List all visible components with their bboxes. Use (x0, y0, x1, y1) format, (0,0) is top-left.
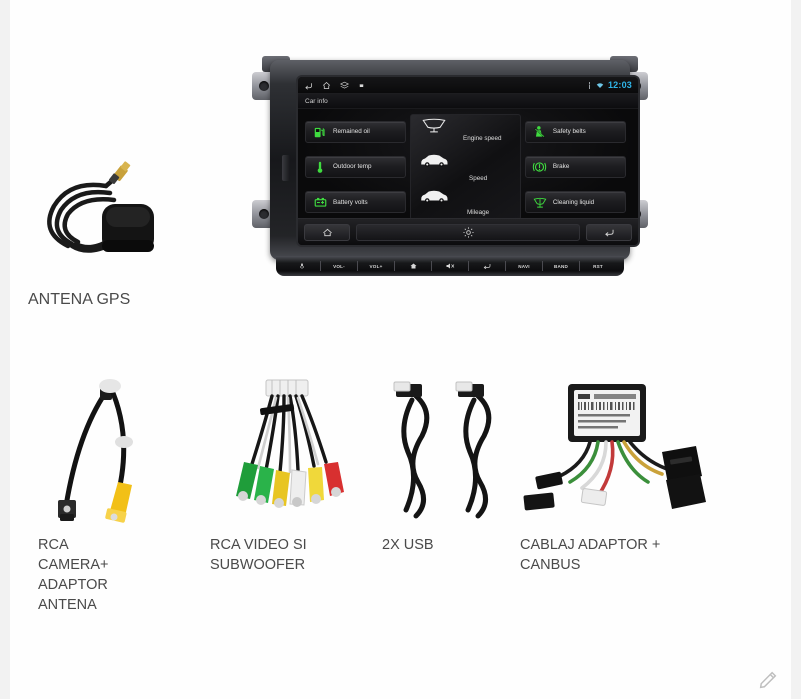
hw-key-vol-down[interactable]: VOL- (321, 261, 358, 271)
center-label-mileage: Mileage (467, 209, 490, 216)
product-caption: CABLAJ ADAPTOR + CANBUS (520, 537, 661, 573)
rca-video-subwoofer-harness-photo (210, 378, 370, 523)
dock-settings-button[interactable] (356, 223, 580, 241)
product-rca-camera-adaptor: RCA CAMERA+ ADAPTOR ANTENA (38, 378, 183, 615)
page-right-margin (791, 0, 801, 699)
tile-battery-volts[interactable]: Battery volts (305, 191, 407, 214)
hardware-key-strip: VOL- VOL+ NAVI BAND RST (276, 256, 624, 276)
page-left-margin (0, 0, 10, 699)
tile-label: Outdoor temp (333, 163, 372, 171)
center-info-column: Engine speed Speed (410, 114, 521, 220)
product-caption: ANTENA GPS (28, 291, 131, 308)
tile-label: Safety belts (552, 128, 586, 136)
car-info-panel: Remained oil Outdoor temp (298, 109, 638, 222)
battery-icon (312, 194, 328, 210)
tile-label: Cleaning liquid (552, 198, 595, 206)
signal-icon (587, 77, 592, 94)
usb-cables-photo (382, 378, 517, 523)
head-unit-bezel: 12:03 Car info (270, 60, 640, 260)
product-antena-gps: ANTENA GPS (28, 160, 208, 310)
head-unit-screen: 12:03 Car info (296, 75, 640, 247)
product-caption: RCA CAMERA+ ADAPTOR ANTENA (38, 537, 109, 613)
tile-label: Remained oil (333, 128, 370, 136)
hw-key-reset[interactable]: RST (593, 263, 603, 269)
tile-brake[interactable]: Brake (524, 155, 626, 178)
product-caption: 2X USB (382, 537, 434, 553)
left-tile-column: Remained oil Outdoor temp (305, 114, 407, 220)
center-label-engine-speed: Engine speed (463, 135, 502, 142)
dock-back-button[interactable] (586, 223, 632, 241)
center-panel[interactable]: Engine speed Speed (410, 114, 521, 220)
hw-key-band[interactable]: BAND (543, 261, 580, 271)
tile-safety-belts[interactable]: Safety belts (524, 120, 626, 143)
side-connector (282, 155, 290, 181)
android-status-bar: 12:03 (298, 77, 638, 94)
page-title: Car info (305, 97, 328, 105)
gps-antenna-photo (28, 160, 208, 278)
screenshot-icon[interactable] (358, 82, 365, 89)
screen-dock-bar (298, 218, 638, 245)
wiper-icon (421, 117, 447, 138)
product-cablaj-adaptor-canbus: CABLAJ ADAPTOR + CANBUS (520, 378, 710, 575)
wifi-icon (596, 77, 604, 94)
center-label-speed: Speed (469, 175, 488, 182)
back-icon[interactable] (304, 81, 313, 90)
brake-warning-icon (532, 159, 548, 175)
hw-key-back[interactable] (469, 261, 506, 271)
hw-key-vol-up[interactable]: VOL+ (358, 261, 395, 271)
hw-key-home[interactable] (395, 261, 432, 271)
rca-camera-adaptor-photo (38, 378, 183, 523)
thermometer-icon (312, 159, 328, 175)
pencil-icon (757, 669, 779, 691)
head-unit-product-image: 12:03 Car info (252, 52, 648, 276)
tile-cleaning-liquid[interactable]: Cleaning liquid (524, 191, 626, 214)
status-clock: 12:03 (607, 80, 632, 90)
fuel-pump-icon (312, 124, 328, 140)
hw-key-mic[interactable] (284, 261, 321, 271)
car-icon (419, 189, 449, 208)
canbus-adaptor-photo (520, 378, 710, 523)
tile-outdoor-temp[interactable]: Outdoor temp (305, 155, 407, 178)
tile-label: Brake (552, 163, 570, 171)
washer-fluid-icon (532, 194, 548, 210)
right-tile-column: Safety belts (524, 114, 626, 220)
seatbelt-icon (532, 124, 548, 140)
dock-home-button[interactable] (304, 223, 350, 241)
home-icon[interactable] (322, 81, 331, 90)
screen-title-bar: Car info (298, 94, 638, 109)
car-icon (419, 153, 449, 172)
product-rca-video-subwoofer: RCA VIDEO SI SUBWOOFER (210, 378, 370, 575)
product-2x-usb: 2X USB (382, 378, 517, 555)
tile-label: Battery volts (333, 198, 368, 206)
recents-icon[interactable] (340, 81, 349, 90)
product-caption: RCA VIDEO SI SUBWOOFER (210, 537, 307, 573)
hw-key-mute[interactable] (432, 261, 469, 271)
tile-remained-oil[interactable]: Remained oil (305, 120, 407, 143)
hw-key-navi[interactable]: NAVI (506, 261, 543, 271)
